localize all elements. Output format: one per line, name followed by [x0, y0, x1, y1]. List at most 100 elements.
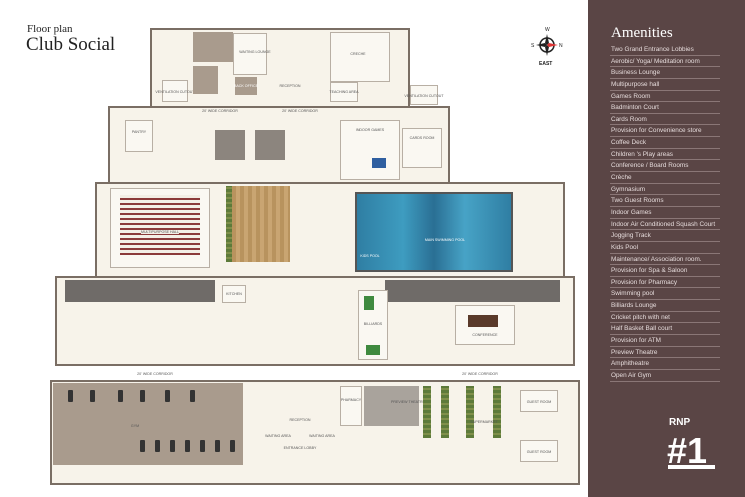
label: 20' WIDE CORRIDOR: [202, 109, 238, 113]
billiard-table: [366, 345, 380, 355]
label: BACK OFFICE: [234, 84, 258, 88]
amenity-item: Two Guest Rooms: [610, 195, 720, 207]
jogging-track: [385, 280, 560, 302]
amenity-item: Crèche: [610, 172, 720, 184]
amenity-item: Swimming pool: [610, 288, 720, 301]
gym-equipment: [190, 390, 195, 402]
gym-equipment: [140, 440, 145, 452]
ventilation-cutout: [410, 85, 438, 105]
plan-title: Club Social: [26, 34, 116, 55]
gym-equipment: [140, 390, 145, 402]
svg-text:S: S: [531, 43, 535, 49]
amenity-item: Open Air Gym: [610, 370, 720, 382]
label: GUEST ROOM: [526, 450, 552, 454]
svg-text:#1: #1: [667, 430, 707, 471]
gym-equipment: [118, 390, 123, 402]
amenity-item: Badminton Court: [610, 102, 720, 114]
amenity-item: Provision for Pharmacy: [610, 277, 720, 289]
cards-room: [402, 128, 442, 168]
label: RECEPTION: [279, 84, 301, 88]
conference-table: [468, 315, 498, 327]
floor-plan: Floor plan Club Social W S N EAST VENTIL…: [26, 23, 580, 485]
svg-text:N: N: [559, 43, 563, 49]
amenity-item: Kids Pool: [610, 242, 720, 254]
amenity-item: Provision for ATM: [610, 335, 720, 347]
label: INDOOR GAMES: [355, 128, 385, 132]
plan-subtitle: Floor plan: [27, 23, 73, 35]
indoor-games: [340, 120, 400, 180]
label: CONFERENCE: [472, 333, 498, 337]
label: 20' WIDE CORRIDOR: [137, 372, 173, 376]
ventilation-cutout: [162, 80, 188, 102]
label: BILLIARDS: [363, 322, 383, 326]
planter: [466, 386, 474, 438]
gym-equipment: [185, 440, 190, 452]
amenity-item: Multipurpose hall: [610, 79, 720, 91]
amenity-item: Preview Theatre: [610, 347, 720, 359]
teaching-area: [330, 82, 358, 102]
planter: [423, 386, 431, 438]
amenity-item: Conference / Board Rooms: [610, 160, 720, 173]
svg-text:RNP: RNP: [669, 417, 690, 428]
label: 20' WIDE CORRIDOR: [282, 109, 318, 113]
pharmacy: [340, 386, 362, 426]
planter: [493, 386, 501, 438]
amenity-item: Maintenance/ Association room.: [610, 254, 720, 266]
jogging-track: [65, 280, 215, 302]
label: MAIN SWIMMING POOL: [424, 238, 466, 242]
label: SUPERMARKET: [470, 420, 498, 424]
lift-lobby: [215, 130, 245, 160]
label: PHARMACY: [340, 398, 362, 402]
label: GYM: [130, 424, 140, 428]
gym-equipment: [200, 440, 205, 452]
back-office: [235, 77, 257, 95]
svg-text:EAST: EAST: [539, 61, 552, 67]
waiting-lounge: [233, 33, 267, 75]
billiard-table: [364, 296, 374, 310]
label: CARDS ROOM: [409, 136, 435, 140]
gym-equipment: [155, 440, 160, 452]
seating-rows: [120, 195, 200, 255]
label: GUEST ROOM: [526, 400, 552, 404]
amenity-item: Cards Room: [610, 114, 720, 126]
amenity-item: Indoor Games: [610, 207, 720, 219]
guest-room: [520, 390, 558, 412]
amenities-heading: Amenities: [611, 25, 673, 41]
preview-theatre: [364, 386, 419, 426]
toilet-block: [193, 32, 233, 62]
label: PANTRY: [131, 130, 147, 134]
amenity-item: Cricket pitch with net: [610, 312, 720, 324]
toilet-block: [193, 66, 218, 94]
label: RECEPTION: [289, 418, 311, 422]
label: PREVIEW THEATRE: [390, 400, 426, 404]
compass-icon: W S N EAST: [531, 27, 563, 67]
amenity-item: Coffee Deck: [610, 137, 720, 149]
label: MULTIPURPOSE HALL: [140, 230, 180, 234]
gym-equipment: [215, 440, 220, 452]
gym-equipment: [68, 390, 73, 402]
table-tennis: [372, 158, 386, 168]
label: WAITING AREA: [265, 434, 291, 438]
amenity-item: Provision for Convenience store: [610, 125, 720, 138]
amenity-item: Half Basket Ball court: [610, 323, 720, 336]
label: KITCHEN: [226, 292, 242, 296]
amenity-item: Indoor Air Conditioned Squash Court: [610, 219, 720, 231]
amenity-item: Gymnasium: [610, 184, 720, 196]
svg-text:W: W: [545, 27, 550, 33]
label: ENTRANCE LOBBY: [283, 446, 317, 450]
label: TEACHING AREA: [329, 90, 359, 94]
gym-equipment: [90, 390, 95, 402]
amenity-item: Jogging Track: [610, 230, 720, 242]
lift-lobby: [255, 130, 285, 160]
label: WAITING AREA: [309, 434, 335, 438]
amenity-item: Two Grand Entrance Lobbies: [610, 44, 720, 56]
planter: [226, 186, 232, 262]
label: CRECHE: [350, 52, 366, 56]
pantry: [125, 120, 153, 152]
rnp-logo: RNP #1: [667, 417, 715, 471]
courtyard: [232, 186, 290, 262]
amenity-item: Aerobic/ Yoga/ Meditation room: [610, 56, 720, 68]
label: KIDS POOL: [360, 254, 380, 258]
planter: [441, 386, 449, 438]
